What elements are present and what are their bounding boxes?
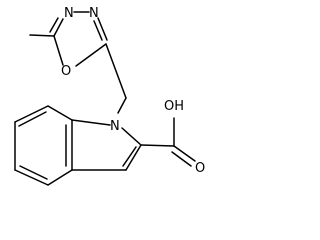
structure-diagram: N N O N OH O bbox=[14, 6, 205, 186]
molecule-canvas: N N O N OH O bbox=[14, 6, 205, 186]
bond-c-o-double-2 bbox=[171, 151, 192, 167]
atom-n-triazole-right: N bbox=[89, 6, 99, 21]
bond-n4-c5-double bbox=[93, 20, 103, 41]
atom-o-carbonyl: O bbox=[195, 161, 205, 176]
bond-n1-c7a bbox=[71, 119, 111, 126]
bond-c4-c3a bbox=[47, 169, 73, 186]
bond-c5-o1 bbox=[75, 43, 107, 67]
bond-c2-c3-double bbox=[122, 146, 137, 167]
bond-c7-c6-double bbox=[18, 111, 47, 127]
bond-c2-cooh bbox=[140, 144, 175, 147]
bond-c7a-c7 bbox=[47, 105, 73, 121]
atom-n-triazole-left: N bbox=[64, 6, 74, 21]
atom-n-indole: N bbox=[110, 119, 120, 134]
bond-c5-c4-double bbox=[19, 165, 48, 180]
bond-n4-c5 bbox=[97, 17, 108, 41]
bond-c5-c4 bbox=[14, 169, 49, 186]
bond-n1-c2 bbox=[121, 127, 142, 146]
bond-ch2-n1 bbox=[117, 97, 127, 114]
bond-c2-c3 bbox=[125, 144, 142, 171]
bond-c5-ch2 bbox=[105, 43, 127, 99]
bond-c7-c6 bbox=[14, 105, 49, 123]
bond-c2-n3 bbox=[53, 18, 64, 37]
atom-o-ring: O bbox=[61, 64, 71, 79]
bond-methyl bbox=[29, 34, 55, 37]
bond-c-o-double-1 bbox=[173, 145, 196, 162]
bond-c2-n3-double bbox=[49, 17, 59, 33]
bond-o1-c2 bbox=[53, 35, 64, 66]
atom-oh: OH bbox=[164, 99, 184, 114]
